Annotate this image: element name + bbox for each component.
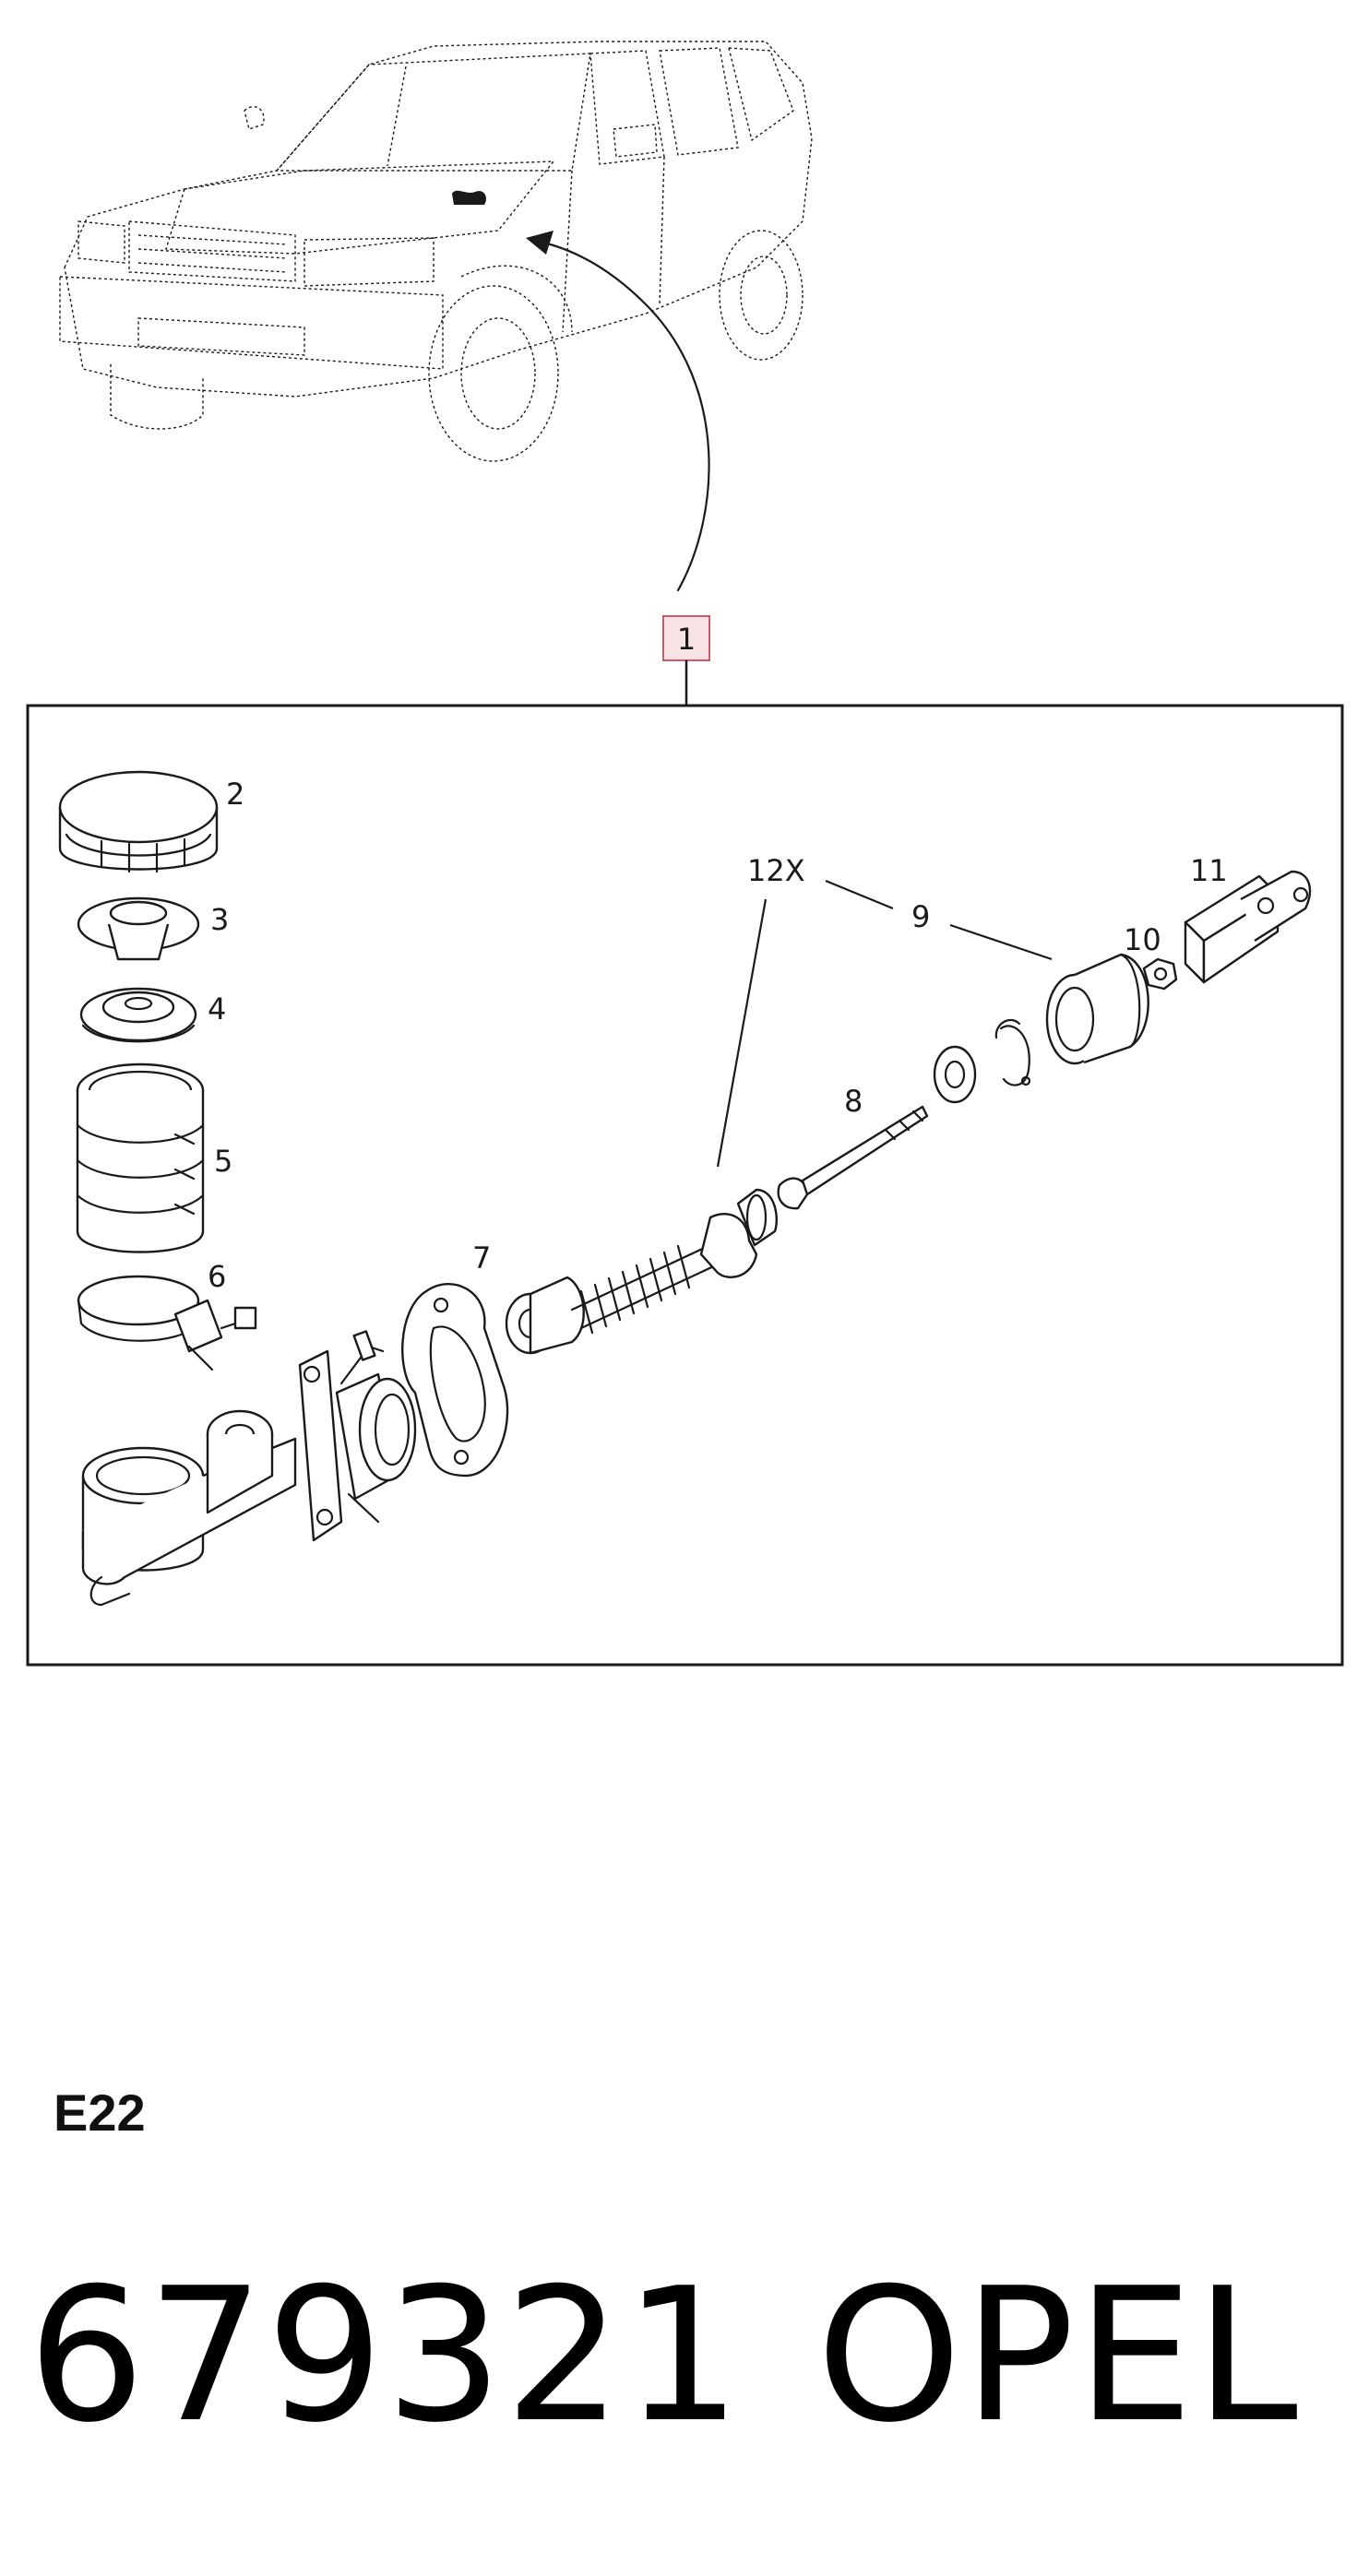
- part-3-diaphragm: [77, 896, 200, 961]
- part-number: 679321: [28, 2249, 744, 2463]
- part-9-boot: [1045, 953, 1149, 1065]
- section-code: E22: [54, 2083, 146, 2142]
- retaining-washers: [933, 1018, 1031, 1104]
- callout-9[interactable]: 9: [911, 899, 930, 934]
- callout-4[interactable]: 4: [208, 991, 226, 1027]
- overview-callout[interactable]: 1: [662, 615, 710, 661]
- callout-10[interactable]: 10: [1124, 922, 1161, 957]
- callout-leader-lines: [716, 879, 1053, 1168]
- callout-12x[interactable]: 12X: [747, 853, 805, 888]
- callout-7[interactable]: 7: [472, 1241, 491, 1276]
- callout-3[interactable]: 3: [210, 902, 229, 937]
- piston-spring-assembly: [505, 1188, 778, 1355]
- callout-2[interactable]: 2: [226, 777, 244, 812]
- vehicle-overview-illustration: [59, 41, 813, 592]
- part-6-clamp: [77, 1275, 257, 1371]
- callout-8[interactable]: 8: [844, 1084, 863, 1119]
- part-10-nut: [1142, 957, 1178, 991]
- part-2-reservoir-cap: [58, 770, 219, 873]
- callout-6[interactable]: 6: [208, 1259, 226, 1294]
- callout-5[interactable]: 5: [214, 1144, 232, 1179]
- part-4-seal-plate: [79, 987, 197, 1043]
- part-8-push-rod: [777, 1105, 929, 1210]
- overview-callout-label: 1: [677, 622, 696, 657]
- callout-11[interactable]: 11: [1190, 853, 1228, 888]
- detail-frame: [26, 704, 1344, 1667]
- part-11-clevis: [1184, 870, 1312, 984]
- master-cylinder-body: [81, 1330, 417, 1607]
- part-5-reservoir: [76, 1062, 205, 1253]
- part-7-gasket: [401, 1282, 509, 1478]
- brand-name: OPEL: [816, 2249, 1300, 2463]
